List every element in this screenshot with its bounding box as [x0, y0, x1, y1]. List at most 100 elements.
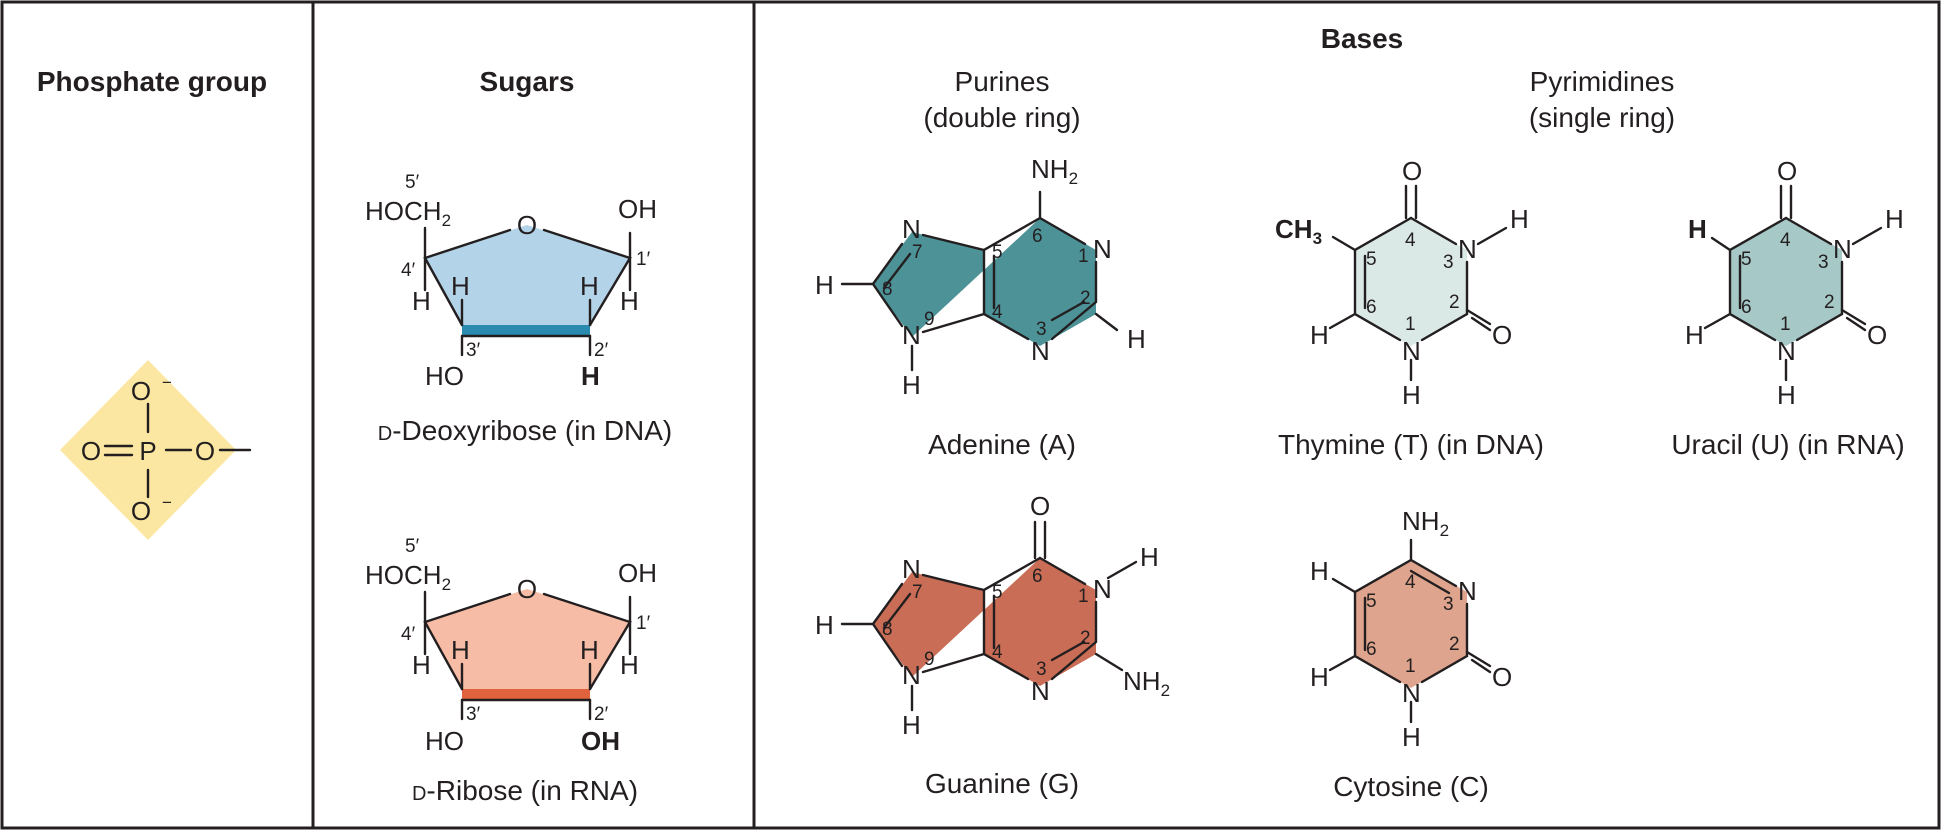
label-2prime-oh: OH: [581, 726, 620, 756]
h1: H: [1402, 380, 1421, 410]
pos3: 3: [1443, 594, 1454, 615]
pos9: 9: [924, 309, 935, 330]
h6: H: [1310, 320, 1329, 350]
n1: N: [1093, 574, 1112, 604]
pos2: 2: [1449, 292, 1460, 313]
pos4: 4: [992, 302, 1003, 323]
cytosine-ring: [1355, 560, 1467, 688]
ribose-ring-edge: [462, 689, 590, 700]
ribose-ring: [425, 589, 630, 689]
pos3: 3: [1818, 252, 1829, 273]
pos8: 8: [882, 619, 893, 640]
pos1: 1: [1078, 246, 1089, 267]
pos6: 6: [1032, 226, 1043, 247]
amino-nh2: NH2: [1031, 154, 1078, 188]
pos3: 3: [1036, 659, 1047, 680]
ribose-structure: O 5′ HOCH2 OH 4′ 1′ H H H H 3′ 2′ HO OH …: [365, 536, 657, 806]
h8: H: [815, 270, 834, 300]
charge-bottom: −: [162, 493, 172, 512]
n3: N: [1458, 576, 1477, 606]
label-5prime: 5′: [405, 536, 420, 557]
h6: H: [1685, 320, 1704, 350]
caption-thymine: Thymine (T) (in DNA): [1278, 429, 1544, 460]
header-bases: Bases: [1321, 23, 1404, 54]
n3: N: [1458, 234, 1477, 264]
amino-nh2: NH2: [1123, 666, 1170, 700]
pos2: 2: [1824, 292, 1835, 313]
n3: N: [1031, 336, 1050, 366]
label-hoch2: HOCH2: [365, 560, 451, 594]
subheader-pyrimidines: Pyrimidines: [1530, 66, 1675, 97]
label-hoch2: HOCH2: [365, 196, 451, 230]
h-4prime: H: [412, 286, 431, 316]
pos9: 9: [924, 649, 935, 670]
pos5: 5: [1366, 591, 1377, 612]
n3: N: [1833, 234, 1852, 264]
h3: H: [1885, 204, 1904, 234]
thymine-structure: O N H O N H H CH3 1 2 3 4 5 6 Thymine (T…: [1275, 156, 1544, 460]
carbonyl-o4: O: [1402, 156, 1422, 186]
deoxyribose-structure: O 5′ HOCH2 OH 4′ 1′ H H H H 3′ 2′ HO H D…: [365, 172, 672, 446]
h6: H: [1310, 662, 1329, 692]
carbonyl-o2: O: [1492, 662, 1512, 692]
h2: H: [1127, 324, 1146, 354]
uracil-ring: [1730, 218, 1842, 346]
label-4prime: 4′: [401, 260, 416, 281]
h-3prime: H: [451, 271, 470, 301]
h1: H: [1777, 380, 1796, 410]
charge-top: −: [162, 373, 172, 392]
h-1prime: H: [620, 650, 639, 680]
caption-ribose: D-Ribose (in RNA): [412, 775, 638, 806]
pos3: 3: [1443, 252, 1454, 273]
pos1: 1: [1780, 314, 1791, 335]
pos4: 4: [1780, 230, 1791, 251]
header-phosphate-group: Phosphate group: [37, 66, 267, 97]
pos6: 6: [1741, 297, 1752, 318]
h5: H: [1310, 556, 1329, 586]
label-2prime: 2′: [594, 340, 609, 361]
subheader-pyrimidines-note: (single ring): [1529, 102, 1675, 133]
subheader-purines-note: (double ring): [923, 102, 1080, 133]
label-2prime-h: H: [581, 361, 600, 391]
methyl-ch3: CH3: [1275, 214, 1322, 248]
pos6: 6: [1032, 566, 1043, 587]
pos1: 1: [1078, 586, 1089, 607]
label-4prime: 4′: [401, 624, 416, 645]
pos4: 4: [1405, 230, 1416, 251]
caption-uracil: Uracil (U) (in RNA): [1671, 429, 1904, 460]
n1: N: [1402, 678, 1421, 708]
h-2prime: H: [580, 635, 599, 665]
pos2: 2: [1080, 628, 1091, 649]
n1: N: [1093, 234, 1112, 264]
uracil-structure: O N H O N H H H 1 2 3 4 5 6 Uracil (U) (…: [1671, 156, 1904, 460]
pos6: 6: [1366, 297, 1377, 318]
phosphate-group-structure: P O − O O O −: [60, 360, 252, 540]
h1: H: [1140, 542, 1159, 572]
pos2: 2: [1449, 634, 1460, 655]
pos4: 4: [992, 642, 1003, 663]
label-ho-3prime: HO: [425, 726, 464, 756]
pos7: 7: [912, 242, 923, 263]
phosphorus-atom: P: [139, 436, 156, 466]
pos5: 5: [992, 242, 1003, 263]
header-sugars: Sugars: [480, 66, 575, 97]
pos5: 5: [1741, 249, 1752, 270]
label-3prime: 3′: [466, 340, 481, 361]
ring-oxygen: O: [517, 210, 537, 240]
label-oh-1prime: OH: [618, 194, 657, 224]
h5: H: [1688, 214, 1707, 244]
label-1prime: 1′: [636, 249, 651, 270]
pos5: 5: [992, 582, 1003, 603]
n1: N: [1402, 336, 1421, 366]
cytosine-structure: NH2 N O N H H H 1 2 3 4 5 6 Cytosine (C): [1310, 506, 1512, 802]
deoxyribose-ring-edge: [462, 325, 590, 336]
caption-deoxyribose: D-Deoxyribose (in DNA): [378, 415, 673, 446]
carbonyl-o2: O: [1492, 320, 1512, 350]
h9: H: [902, 710, 921, 740]
carbonyl-o4: O: [1777, 156, 1797, 186]
oxygen-bottom: O: [131, 496, 151, 526]
caption-guanine: Guanine (G): [925, 768, 1079, 799]
pos7: 7: [912, 582, 923, 603]
n9: N: [902, 320, 921, 350]
